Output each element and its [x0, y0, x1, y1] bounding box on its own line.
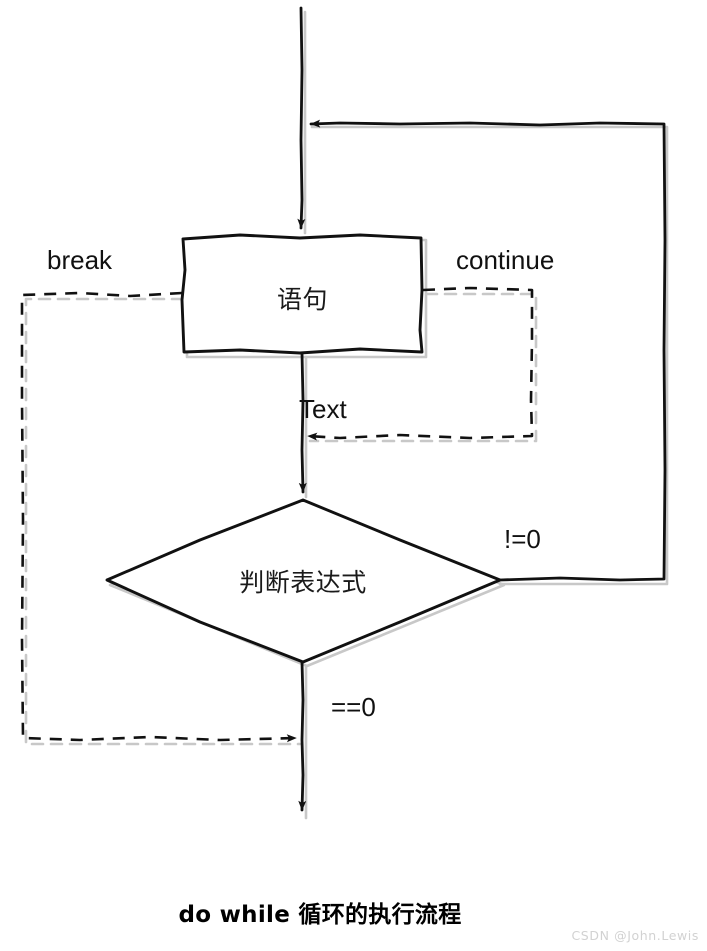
- statement-node[interactable]: [180, 233, 424, 355]
- condition-diamond-outline: [105, 498, 502, 664]
- edge-entry-to-statement: [297, 6, 306, 230]
- text-edge-label: Text: [299, 394, 347, 424]
- dashed-edge-layer: [20, 286, 534, 743]
- edge-condition-to-exit: [298, 660, 307, 812]
- statement-box-outline: [180, 233, 424, 355]
- equal-zero-edge-label: ==0: [331, 692, 376, 722]
- not-equal-zero-edge-label: !=0: [504, 524, 541, 554]
- continue-edge-label: continue: [456, 245, 555, 275]
- diagram-caption: do while 循环的执行流程: [178, 902, 462, 928]
- solid-edge-layer: [297, 6, 667, 812]
- edge-condition-loop-back: [309, 119, 667, 582]
- watermark-text: CSDN @John.Lewis: [571, 928, 699, 943]
- condition-node[interactable]: [105, 498, 502, 664]
- break-edge-label: break: [47, 245, 113, 275]
- edge-continue-dashed: [307, 286, 534, 441]
- edge-break-dashed: [20, 291, 297, 743]
- edge-statement-to-condition: [298, 351, 307, 494]
